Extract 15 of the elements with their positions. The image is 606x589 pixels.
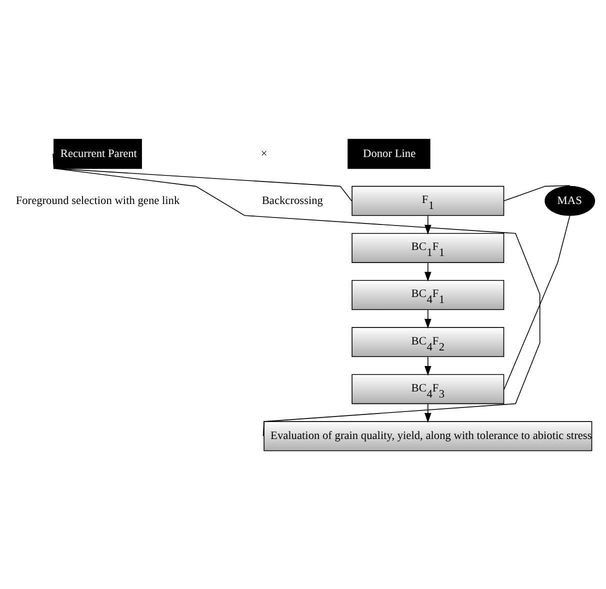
connector: [504, 214, 570, 389]
arrow: [424, 356, 432, 376]
label: Foreground selection with gene link: [16, 194, 180, 206]
arrow: [424, 402, 432, 422]
arrow: [424, 308, 432, 328]
arrow: [424, 214, 432, 234]
node-box: Recurrent Parent: [54, 138, 142, 168]
arrow: [424, 262, 432, 282]
node-box: Donor Line: [348, 138, 430, 168]
label: ×: [260, 147, 268, 160]
node-ellipse: MAS: [544, 185, 596, 216]
node-box: Evaluation of grain quality, yield, along with tolerance to abiotic stress: [264, 420, 592, 451]
connector: [52, 152, 540, 436]
label: Backcrossing: [262, 194, 323, 206]
connector: [503, 184, 570, 201]
